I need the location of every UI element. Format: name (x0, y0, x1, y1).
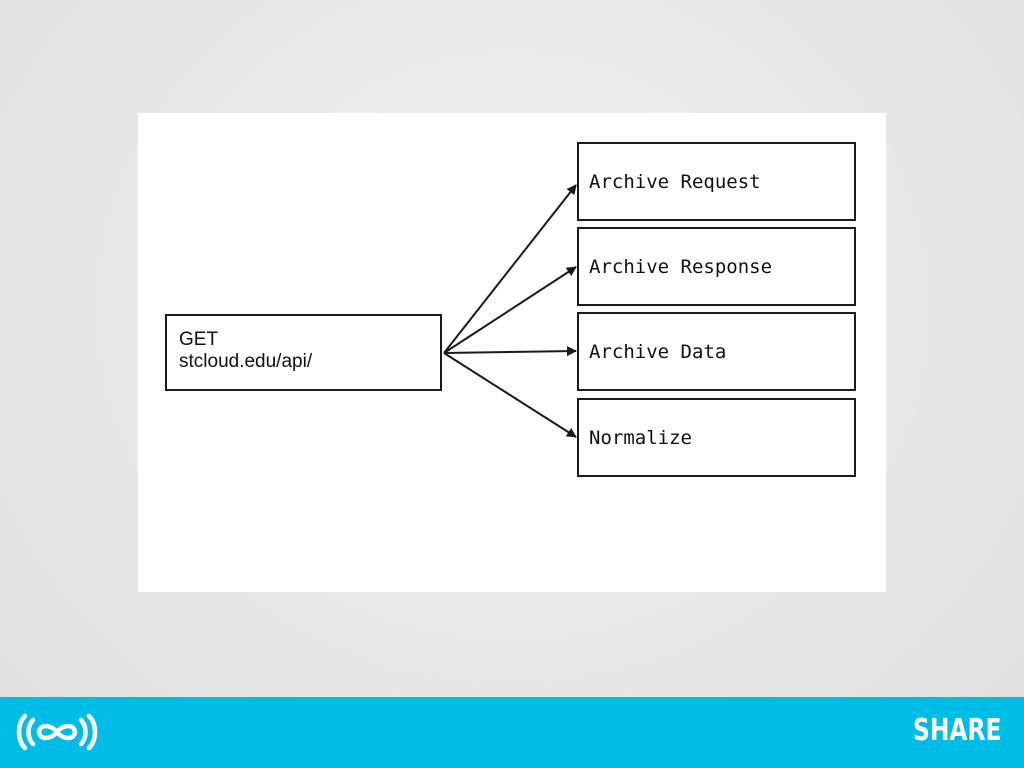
request-url: stcloud.edu/api/ (179, 351, 313, 372)
target-label: Archive Request (589, 170, 761, 193)
target-box-archive-request: Archive Request (577, 142, 856, 221)
diagram-arrows (443, 184, 577, 438)
target-label: Normalize (589, 426, 692, 449)
diagram-figure: GET stcloud.edu/api/ Archive Request Arc… (138, 113, 886, 592)
target-label: Archive Data (589, 340, 727, 363)
arrow-to-normalize (443, 352, 577, 438)
target-label: Archive Response (589, 255, 773, 278)
arrow-to-archive-request (443, 184, 577, 354)
arrow-to-archive-response (443, 266, 577, 354)
share-infinity-broadcast-icon (16, 713, 98, 751)
target-box-archive-data: Archive Data (577, 312, 856, 391)
request-method: GET (179, 329, 219, 350)
target-box-archive-response: Archive Response (577, 227, 856, 306)
arrow-to-archive-data (443, 346, 577, 357)
source-request-box: GET stcloud.edu/api/ (165, 314, 442, 391)
footer-bar: SHARE (0, 697, 1024, 768)
target-box-normalize: Normalize (577, 398, 856, 477)
brand-name: SHARE (913, 713, 1002, 748)
